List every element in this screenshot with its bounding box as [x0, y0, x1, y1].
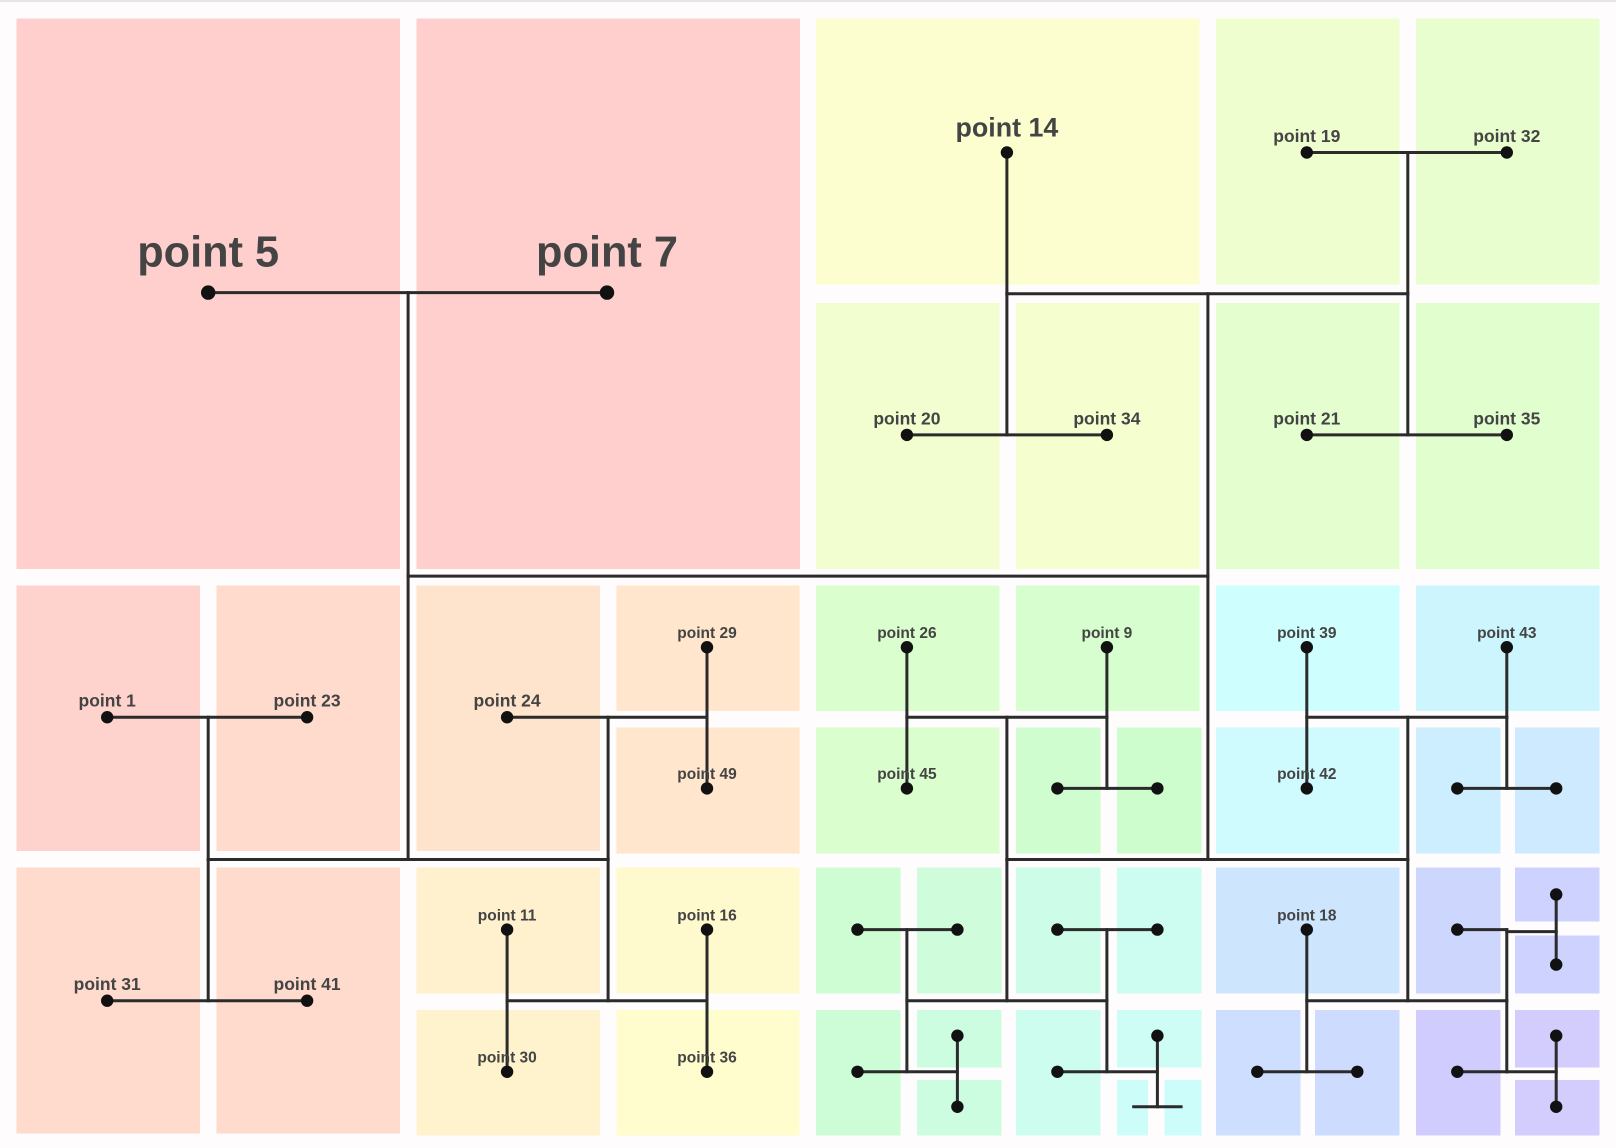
node-label-p42: point 42	[1277, 766, 1336, 783]
node-dot-p24	[500, 711, 514, 724]
node-label-p23: point 23	[274, 691, 341, 711]
node-dot-p11	[500, 923, 514, 936]
leaf-dot-10	[1051, 923, 1064, 936]
node-label-p30: point 30	[477, 1050, 536, 1067]
node-dot-p42	[1300, 782, 1314, 795]
node-label-p39: point 39	[1277, 625, 1337, 642]
leaf-dot-13	[1151, 1029, 1164, 1042]
node-dot-p45	[900, 782, 914, 795]
node-dot-p39	[1300, 641, 1314, 654]
node-dot-p35	[1500, 428, 1514, 442]
node-label-p26: point 26	[877, 625, 937, 642]
leaf-dot-5	[851, 923, 864, 936]
node-dot-p5	[201, 285, 216, 300]
node-label-p18: point 18	[1277, 907, 1337, 924]
node-label-p11: point 11	[478, 907, 537, 924]
node-dot-p16	[700, 923, 714, 936]
node-dot-p32	[1500, 146, 1514, 159]
node-dot-p36	[700, 1065, 714, 1079]
leaf-dot-14	[1251, 1065, 1264, 1079]
node-dot-p29	[700, 641, 714, 654]
node-label-p41: point 41	[274, 974, 341, 994]
leaf-dot-11	[1151, 923, 1164, 936]
leaf-dot-18	[1550, 958, 1563, 971]
leaf-dot-7	[851, 1065, 864, 1079]
node-label-p35: point 35	[1473, 408, 1540, 428]
node-dot-p49	[700, 782, 714, 795]
node-dot-p7	[599, 285, 615, 300]
node-dot-p14	[1000, 146, 1014, 159]
node-label-p36: point 36	[677, 1050, 737, 1067]
leaf-dot-17	[1550, 888, 1563, 901]
node-label-p9: point 9	[1081, 625, 1132, 642]
leaf-dot-15	[1351, 1065, 1364, 1079]
node-dot-p26	[900, 641, 914, 654]
node-dot-p41	[300, 994, 314, 1007]
leaf-dot-6	[951, 923, 964, 936]
node-dot-p20	[900, 428, 914, 442]
node-label-p24: point 24	[474, 691, 541, 711]
node-label-p5: point 5	[137, 229, 279, 277]
node-label-p14: point 14	[956, 112, 1059, 142]
node-label-p34: point 34	[1073, 408, 1140, 428]
node-label-p32: point 32	[1473, 126, 1540, 146]
node-dot-p34	[1100, 428, 1114, 442]
leaf-dot-3	[1451, 782, 1464, 795]
node-dot-p21	[1300, 428, 1314, 442]
node-label-p45: point 45	[877, 766, 937, 783]
leaf-dot-21	[1550, 1100, 1563, 1114]
node-label-p29: point 29	[677, 625, 737, 642]
node-dot-p31	[101, 994, 114, 1007]
leaf-dot-20	[1550, 1029, 1563, 1042]
leaf-dot-2	[1151, 782, 1164, 795]
leaf-dot-9	[951, 1100, 964, 1114]
node-label-p20: point 20	[873, 408, 940, 428]
node-dot-p19	[1300, 146, 1314, 159]
node-label-p16: point 16	[677, 907, 737, 924]
leaf-dot-12	[1051, 1065, 1064, 1079]
node-label-p7: point 7	[536, 229, 678, 277]
node-label-p1: point 1	[79, 691, 137, 711]
node-dot-p18	[1300, 923, 1314, 936]
node-label-p49: point 49	[677, 766, 737, 783]
node-dot-p1	[101, 711, 114, 724]
node-dot-p30	[500, 1065, 514, 1079]
node-label-p31: point 31	[74, 974, 141, 994]
leaf-dot-19	[1451, 1065, 1464, 1079]
leaf-dot-8	[951, 1029, 964, 1042]
leaf-dot-16	[1451, 923, 1464, 936]
node-label-p21: point 21	[1273, 408, 1340, 428]
node-dot-p23	[300, 711, 314, 724]
node-dot-p9	[1100, 641, 1114, 654]
node-label-p19: point 19	[1273, 126, 1340, 146]
node-dot-p43	[1500, 641, 1514, 654]
leaf-dot-1	[1051, 782, 1064, 795]
node-label-p43: point 43	[1477, 625, 1537, 642]
leaf-dot-4	[1550, 782, 1563, 795]
